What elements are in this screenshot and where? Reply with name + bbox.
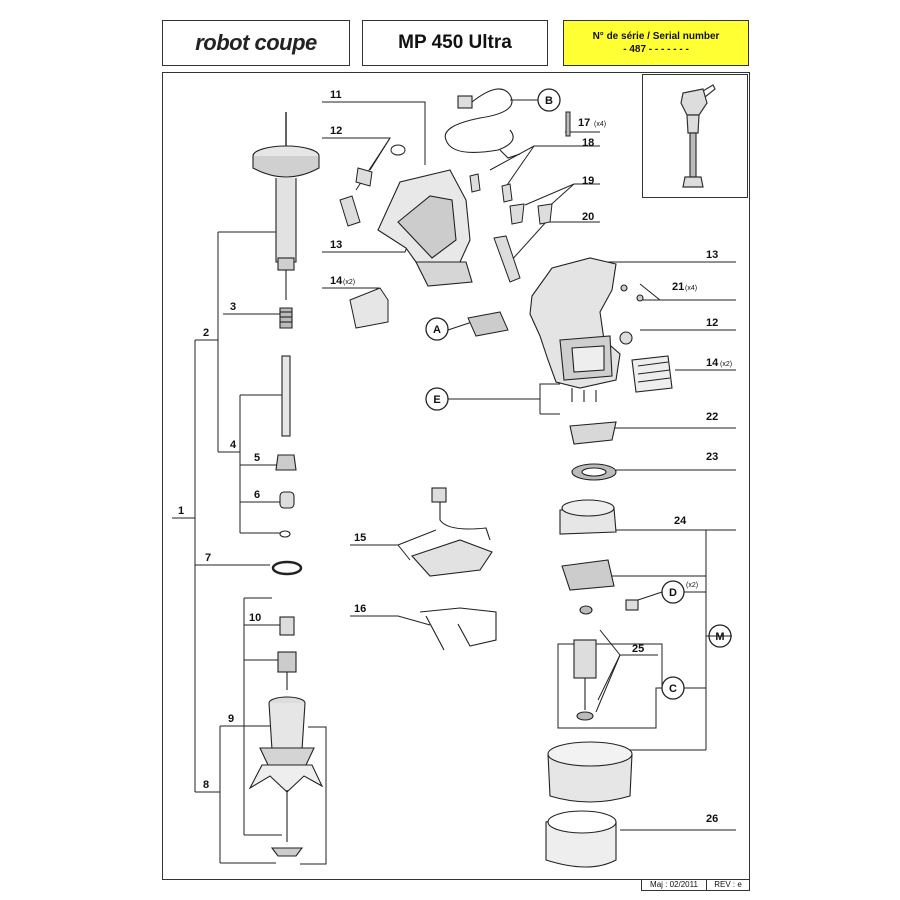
label-11: 11: [330, 89, 342, 101]
callout-circle-b: [537, 88, 561, 112]
cable-15-and-bracket-16: [411, 487, 497, 651]
label-26: 26: [706, 813, 718, 825]
label-15: 15: [354, 532, 366, 544]
callout-circle-a: [425, 317, 449, 341]
label-9: 9: [228, 713, 234, 725]
label-5: 5: [254, 452, 260, 464]
motor-housing: [529, 257, 673, 402]
label-7: 7: [205, 552, 211, 564]
label-18: 18: [582, 137, 594, 149]
serial-value: - 487 - - - - - - -: [623, 44, 689, 55]
label-6: 6: [254, 489, 260, 501]
mixer-thumbnail-drawing: [680, 84, 716, 188]
serial-number-box: N° de série / Serial number - 487 - - - …: [563, 20, 749, 66]
brand-logo-box: robot coupe: [162, 20, 350, 66]
left-tree-leaders: [172, 231, 327, 865]
label-12-left: 12: [330, 125, 342, 137]
circle-callouts: [425, 88, 732, 700]
model-title: MP 450 Ultra: [398, 32, 512, 53]
power-cable: [444, 88, 521, 159]
label-10: 10: [249, 612, 261, 624]
letter-m: M: [715, 631, 724, 643]
label-19: 19: [582, 175, 594, 187]
label-14-right: 14: [706, 357, 719, 369]
letter-e: E: [433, 394, 440, 406]
serial-label: N° de série / Serial number: [592, 31, 720, 42]
label-23: 23: [706, 451, 718, 463]
letter-c: C: [669, 683, 677, 695]
label-8: 8: [203, 779, 209, 791]
label-16: 16: [354, 603, 366, 615]
product-thumbnail: [642, 74, 748, 198]
letter-d: D: [669, 587, 677, 599]
label-13-right: 13: [706, 249, 718, 261]
qty-d: (x2): [686, 582, 698, 589]
qty-14-right: (x2): [720, 361, 732, 368]
handle-small-parts: [339, 111, 571, 337]
footer-revision: REV : e: [706, 879, 750, 891]
leader-lines-right: [350, 261, 736, 831]
circle-letters: B A E D M C: [433, 95, 725, 695]
letter-a: A: [433, 324, 441, 336]
label-1: 1: [178, 505, 184, 517]
label-2: 2: [203, 327, 209, 339]
label-22: 22: [706, 411, 718, 423]
qty-14-left: (x2): [343, 279, 355, 286]
leader-lines-upper: [322, 101, 600, 331]
footer-update-date: Maj : 02/2011: [641, 879, 707, 891]
label-20: 20: [582, 211, 594, 223]
label-12-right: 12: [706, 317, 718, 329]
label-4: 4: [230, 439, 237, 451]
label-3: 3: [230, 301, 236, 313]
label-13-left: 13: [330, 239, 342, 251]
label-17: 17: [578, 117, 590, 129]
model-title-box: MP 450 Ultra: [362, 20, 548, 66]
letter-b: B: [545, 95, 553, 107]
part-number-labels: 1 2 3 4 5 6 7 8 9 10 11 12 13 14 15 16 1…: [178, 89, 719, 825]
label-21: 21: [672, 281, 684, 293]
blender-foot-assembly: [248, 112, 324, 857]
handle-left-half: [377, 169, 473, 287]
quantity-labels: (x4) (x4) (x2) (x2) (x2): [343, 121, 732, 589]
label-24: 24: [674, 515, 687, 527]
brand-logo: robot coupe: [195, 30, 317, 55]
label-14-left: 14: [330, 275, 343, 287]
qty-17: (x4): [594, 121, 606, 128]
qty-21: (x4): [685, 285, 697, 292]
motor-lower-parts: [545, 421, 639, 868]
label-25: 25: [632, 643, 644, 655]
